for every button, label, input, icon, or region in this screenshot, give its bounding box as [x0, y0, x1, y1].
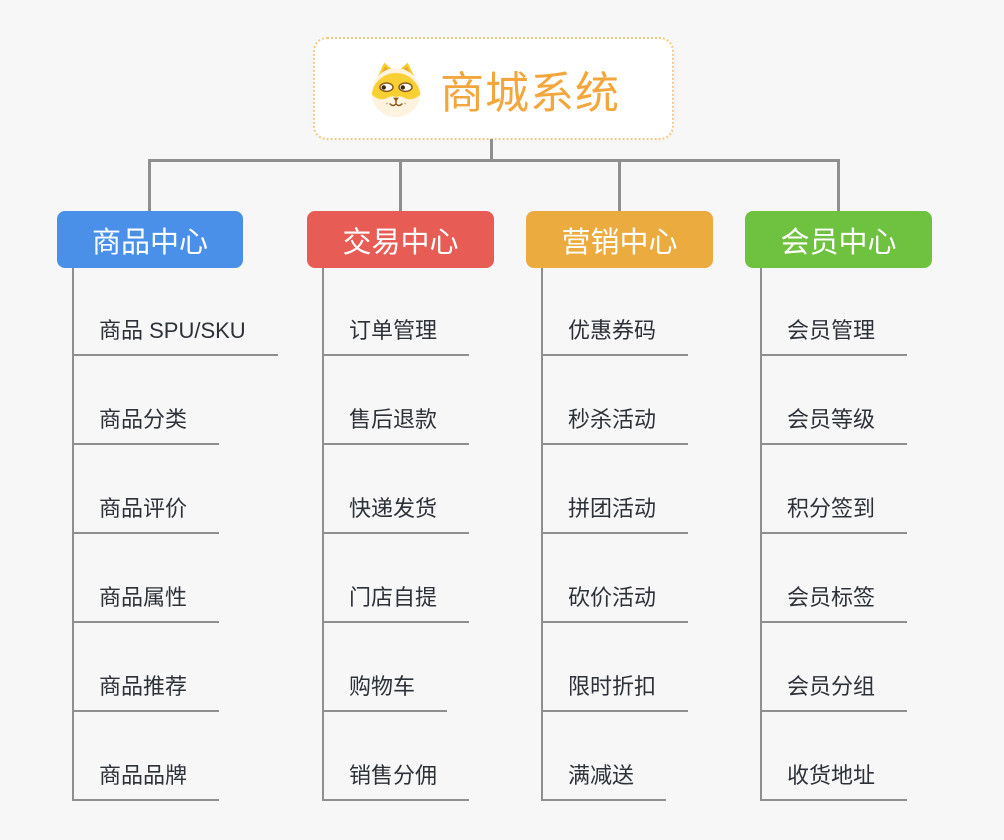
subtopic[interactable]: 收货地址: [760, 761, 908, 801]
subtopic[interactable]: 满减送: [541, 761, 667, 801]
subtopic[interactable]: 商品分类: [72, 405, 220, 445]
subtopic[interactable]: 商品推荐: [72, 672, 220, 712]
subtopic[interactable]: 优惠券码: [541, 316, 689, 356]
subtopic[interactable]: 砍价活动: [541, 583, 689, 623]
subtopic[interactable]: 秒杀活动: [541, 405, 689, 445]
subtopic[interactable]: 商品 SPU/SKU: [72, 316, 278, 356]
subtopic[interactable]: 销售分佣: [322, 761, 470, 801]
subtopic[interactable]: 商品品牌: [72, 761, 220, 801]
branch-topic-trade-center[interactable]: 交易中心: [307, 211, 494, 268]
connector-horizontal-bar: [148, 159, 840, 162]
root-topic[interactable]: 商城系统: [313, 37, 674, 140]
connector-drop-member: [837, 159, 840, 212]
doge-icon: [371, 62, 421, 117]
connector-column-member: [760, 268, 762, 801]
connector-drop-product: [148, 159, 151, 212]
connector-drop-marketing: [618, 159, 621, 212]
subtopic[interactable]: 快递发货: [322, 494, 470, 534]
root-topic-title: 商城系统: [440, 68, 620, 118]
connector-root-stem: [490, 139, 493, 161]
subtopic[interactable]: 会员分组: [760, 672, 908, 712]
subtopic[interactable]: 商品属性: [72, 583, 220, 623]
subtopic[interactable]: 商品评价: [72, 494, 220, 534]
connector-column-marketing: [541, 268, 543, 801]
subtopic[interactable]: 拼团活动: [541, 494, 689, 534]
connector-column-product: [72, 268, 74, 801]
subtopic[interactable]: 积分签到: [760, 494, 908, 534]
branch-topic-member-center[interactable]: 会员中心: [745, 211, 932, 268]
subtopic[interactable]: 订单管理: [322, 316, 470, 356]
subtopic[interactable]: 会员标签: [760, 583, 908, 623]
subtopic[interactable]: 售后退款: [322, 405, 470, 445]
branch-topic-product-center[interactable]: 商品中心: [57, 211, 243, 268]
branch-topic-marketing-center[interactable]: 营销中心: [526, 211, 713, 268]
subtopic[interactable]: 购物车: [322, 672, 448, 712]
subtopic[interactable]: 门店自提: [322, 583, 470, 623]
connector-drop-trade: [399, 159, 402, 212]
subtopic[interactable]: 限时折扣: [541, 672, 689, 712]
subtopic[interactable]: 会员等级: [760, 405, 908, 445]
subtopic[interactable]: 会员管理: [760, 316, 908, 356]
connector-column-trade: [322, 268, 324, 801]
